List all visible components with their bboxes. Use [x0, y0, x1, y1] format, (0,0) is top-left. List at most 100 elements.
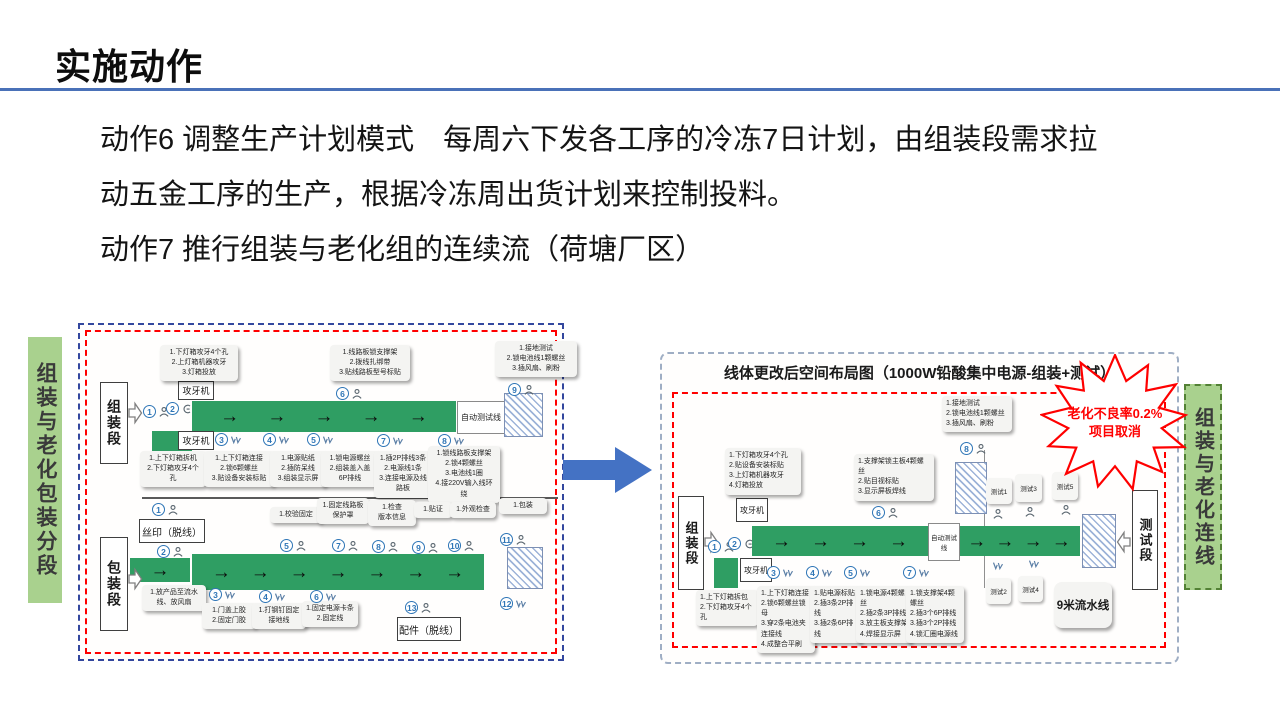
worker-icon [295, 540, 307, 552]
process-label: 1.下灯箱攻牙4个孔 2.贴设备安装标贴 3.上灯箱机器攻牙 4.灯箱投放 [725, 448, 801, 495]
process-label: 1.上下灯箱拆包 2.下灯箱攻牙4个孔 [696, 590, 758, 627]
station-marker: 7 [903, 566, 930, 579]
process-label: 1.接地测试 2.锁电池线1颗螺丝 3.插风扇、刷粉 [495, 341, 577, 378]
tapping-machine-box: 攻牙机 [740, 558, 772, 582]
process-label: 1.固定线路板 保护罩 [317, 498, 369, 525]
process-label: 1.包装 [499, 498, 547, 515]
alert-starburst: 老化不良率0.2% 项目取消 [1038, 352, 1190, 492]
worker-icon [975, 443, 987, 455]
gloves-icon [515, 598, 527, 610]
arrow-icon [314, 407, 333, 426]
station-marker: 10 [448, 539, 475, 552]
conveyor-block [714, 558, 738, 588]
station-marker: 7 [377, 434, 404, 447]
left-diagram: 组装段 1.下灯箱攻牙4个孔 2.上灯箱机器攻牙 3.灯箱投放 攻牙机 1 2 … [78, 323, 577, 661]
page-title: 实施动作 [55, 46, 204, 87]
process-label: 1.下灯箱攻牙4个孔 2.上灯箱机器攻牙 3.灯箱投放 [160, 345, 238, 382]
arrow-icon [329, 563, 348, 582]
body-text-line-1: 动作6 调整生产计划模式 每周六下发各工序的冷冻7日计划，由组装段需求拉 [100, 124, 1098, 156]
station-marker: 6 [872, 506, 899, 519]
accessories-box: 配件（脱线） [397, 617, 461, 641]
process-label: 1.贴证 [414, 502, 452, 519]
left-side-label: 组装与老化包装分段 [28, 337, 62, 603]
arrow-icon [212, 563, 231, 582]
arrow-icon [772, 532, 791, 551]
arrow-icon [406, 563, 425, 582]
tapping-machine-box: 攻牙机 [736, 498, 768, 522]
station-marker: 3 [215, 433, 242, 446]
conveyor-belt [752, 526, 928, 556]
gloves-icon [918, 567, 930, 579]
gloves-icon [278, 434, 290, 446]
chevron-left-icon [1116, 530, 1132, 554]
station-marker: 9 [412, 541, 439, 554]
process-label: 1.检查 版本信息 [368, 500, 416, 527]
test-station-box: 测试5 [1052, 472, 1078, 500]
gloves-icon [1028, 558, 1040, 570]
gloves-icon [821, 567, 833, 579]
process-label: 1.锁线路板支撑架 2.锁4颗螺丝 3.电池线1圈 4.接220V输入线环绕 [428, 446, 500, 503]
process-label: 1.上下灯箱拆机 2.下灯箱攻牙4个孔 [140, 451, 206, 488]
process-label: 1.上下灯箱连接 2.锁6颗螺丝锁母 3.穿2条电池夹连接线 4.成整合平刷 [757, 586, 815, 653]
worker-icon [167, 504, 179, 516]
chevron-right-icon [127, 567, 143, 591]
arrow-icon [267, 407, 286, 426]
gloves-icon [322, 434, 334, 446]
hatched-area [955, 462, 987, 514]
assembly-section-box: 组装段 [100, 382, 128, 464]
worker-icon [387, 541, 399, 553]
process-label: 1.校验固定 [270, 507, 322, 524]
test-section-box: 测试段 [1132, 490, 1158, 590]
station-marker: 4 [259, 590, 286, 603]
test-station-box: 测试2 [986, 578, 1011, 604]
worker-icon [463, 540, 475, 552]
tapping-machine-box: 攻牙机 [178, 381, 214, 400]
title-underline [0, 88, 1280, 91]
arrow-icon [967, 532, 986, 551]
tapping-machine-box: 攻牙机 [178, 431, 214, 450]
worker-icon [427, 542, 439, 554]
station-marker: 4 [263, 433, 290, 446]
worker-icon [992, 508, 1004, 520]
station-marker: 8 [372, 540, 399, 553]
station-marker: 2 [166, 402, 193, 415]
station-marker: 3 [209, 588, 236, 601]
gloves-icon [392, 435, 404, 447]
gloves-icon [224, 589, 236, 601]
gloves-icon [274, 591, 286, 603]
process-label: 1.固定电源卡条 2.固定线 [302, 601, 358, 628]
process-label: 1.锁电源螺丝 2.组装盖入盖 6P排线 [321, 451, 379, 488]
process-label: 1.线路板锁支撑架 2.拨线扎绑带 3.贴线路板型号标贴 [330, 345, 410, 382]
chevron-right-icon [127, 401, 143, 425]
process-label: 1.支撑架锁主板4颗螺丝 2.贴目视标贴 3.显示屏板焊线 [854, 454, 934, 501]
left-diagram-red-border [85, 330, 557, 654]
arrow-icon [1024, 532, 1043, 551]
packing-section-box: 包装段 [100, 537, 128, 631]
process-label: 1.电源贴纸 2.插防呆线 3.组装显示屏 [270, 451, 326, 488]
worker-icon [1060, 504, 1072, 516]
zone-divider [984, 450, 985, 588]
test-station-box: 测试1 [986, 478, 1012, 504]
arrow-icon [362, 407, 381, 426]
process-label: 1.放产品至流水线、放风扇 [142, 585, 206, 612]
arrow-icon [1052, 532, 1071, 551]
arrow-icon [889, 532, 908, 551]
auto-test-line-box: 自动测试线 [457, 401, 505, 434]
burst-text-line-2: 项目取消 [1088, 424, 1141, 439]
process-label: 1.打钢钉固定 接地线 [252, 603, 306, 630]
process-label: 1.门盖上胶 2.固定门胶 [202, 603, 256, 630]
worker-icon [172, 546, 184, 558]
station-marker: 8 [438, 434, 465, 447]
right-side-label: 组装与老化连线 [1184, 384, 1222, 590]
body-text-line-2: 动五金工序的生产，根据冷冻周出货计划来控制投料。 [100, 179, 797, 211]
station-marker: 2 [728, 537, 755, 550]
process-label: 1.上下灯箱连接 2.锁6颗螺丝 3.贴设备安装标贴 [204, 451, 274, 488]
station-marker: 13 [405, 601, 432, 614]
station-marker: 5 [844, 566, 871, 579]
arrow-icon [290, 563, 309, 582]
test-station-box: 测试3 [1015, 474, 1042, 502]
station-marker: 9 [508, 383, 535, 396]
worker-icon [523, 384, 535, 396]
burst-text-line-1: 老化不良率0.2% [1067, 406, 1163, 422]
arrow-icon [445, 563, 464, 582]
